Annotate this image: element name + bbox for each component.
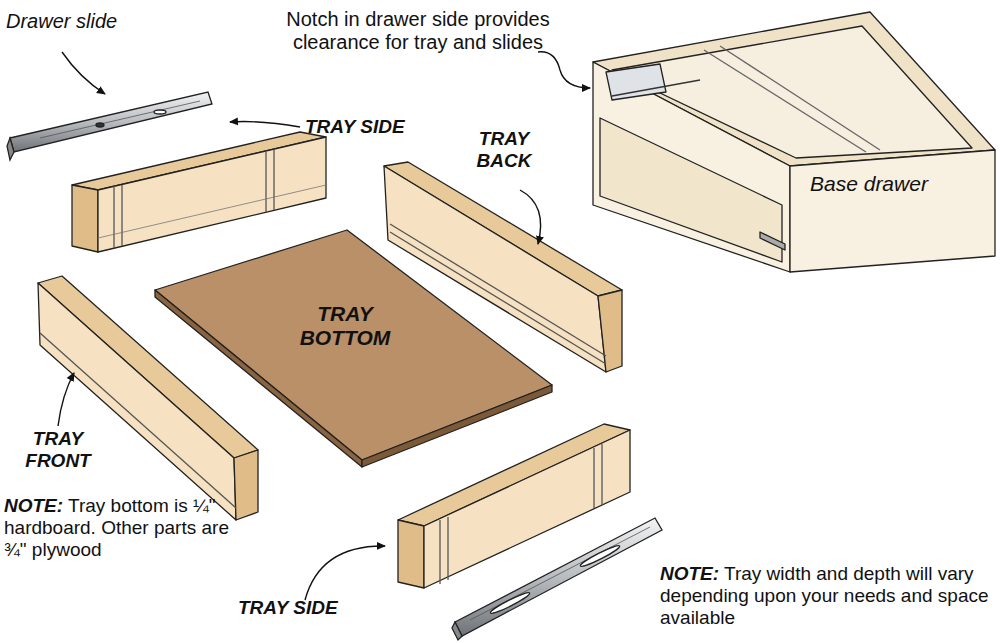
base-drawer [760, 232, 785, 250]
drawer-slide [7, 138, 14, 160]
base-drawer [600, 118, 782, 262]
tray-side [593, 448, 594, 508]
leader-line [305, 546, 385, 600]
note-heading: NOTE: [660, 563, 719, 584]
leader-line [58, 373, 74, 426]
drawer-slide [10, 92, 212, 152]
tray-side [439, 520, 440, 584]
tray-bottom-panel [362, 385, 552, 467]
tray-front [38, 276, 258, 520]
part-label: Drawer slide [6, 10, 156, 33]
base-drawer [593, 62, 790, 272]
tray-back [598, 290, 622, 372]
tray-side [98, 137, 326, 252]
leader-line [538, 52, 590, 88]
tray-side [113, 186, 114, 248]
tray-side [265, 152, 266, 212]
drawer-slide [452, 622, 462, 640]
leader-line [520, 190, 541, 244]
note-heading: NOTE: [4, 495, 63, 516]
tray-side [424, 430, 630, 588]
tray-side [447, 517, 448, 580]
drawer-slide [452, 518, 662, 640]
base-drawer [790, 150, 995, 272]
base-drawer [720, 46, 880, 150]
drawer-slide [40, 101, 200, 138]
tray-side [273, 150, 274, 210]
part-label: Base drawer [810, 172, 980, 196]
drawer-slide [96, 123, 104, 127]
base-drawer [606, 64, 666, 100]
tray-front [38, 283, 236, 520]
drawer-slide [470, 527, 650, 620]
tray-side [72, 185, 98, 252]
tray-side [121, 185, 122, 246]
tray-side [72, 132, 326, 252]
note: NOTE: Tray width and depth will vary dep… [660, 563, 996, 629]
drawer-slide [455, 518, 662, 636]
leader-line [230, 122, 300, 127]
part-label: TRAY SIDE [305, 116, 435, 138]
callout-text: Notch in drawer side provides clearance … [262, 8, 574, 54]
tray-side [98, 185, 326, 238]
part-label: TRAY SIDE [238, 597, 378, 619]
drawer-slide [154, 110, 166, 114]
part-label: TRAY FRONT [20, 428, 96, 472]
leader-line [62, 52, 105, 94]
part-label: TRAY BACK [466, 128, 542, 172]
tray-front [234, 450, 258, 520]
tray-front [40, 333, 236, 508]
note: NOTE: Tray bottom is ¼" hardboard. Other… [4, 495, 236, 561]
tray-side [398, 520, 424, 588]
base-drawer [593, 12, 995, 272]
drawer-slide [489, 590, 531, 615]
drawer-slide [7, 92, 212, 160]
base-drawer [612, 80, 700, 96]
tray-side [601, 444, 602, 505]
part-label: TRAY BOTTOM [280, 302, 410, 350]
drawer-slide [579, 543, 621, 568]
